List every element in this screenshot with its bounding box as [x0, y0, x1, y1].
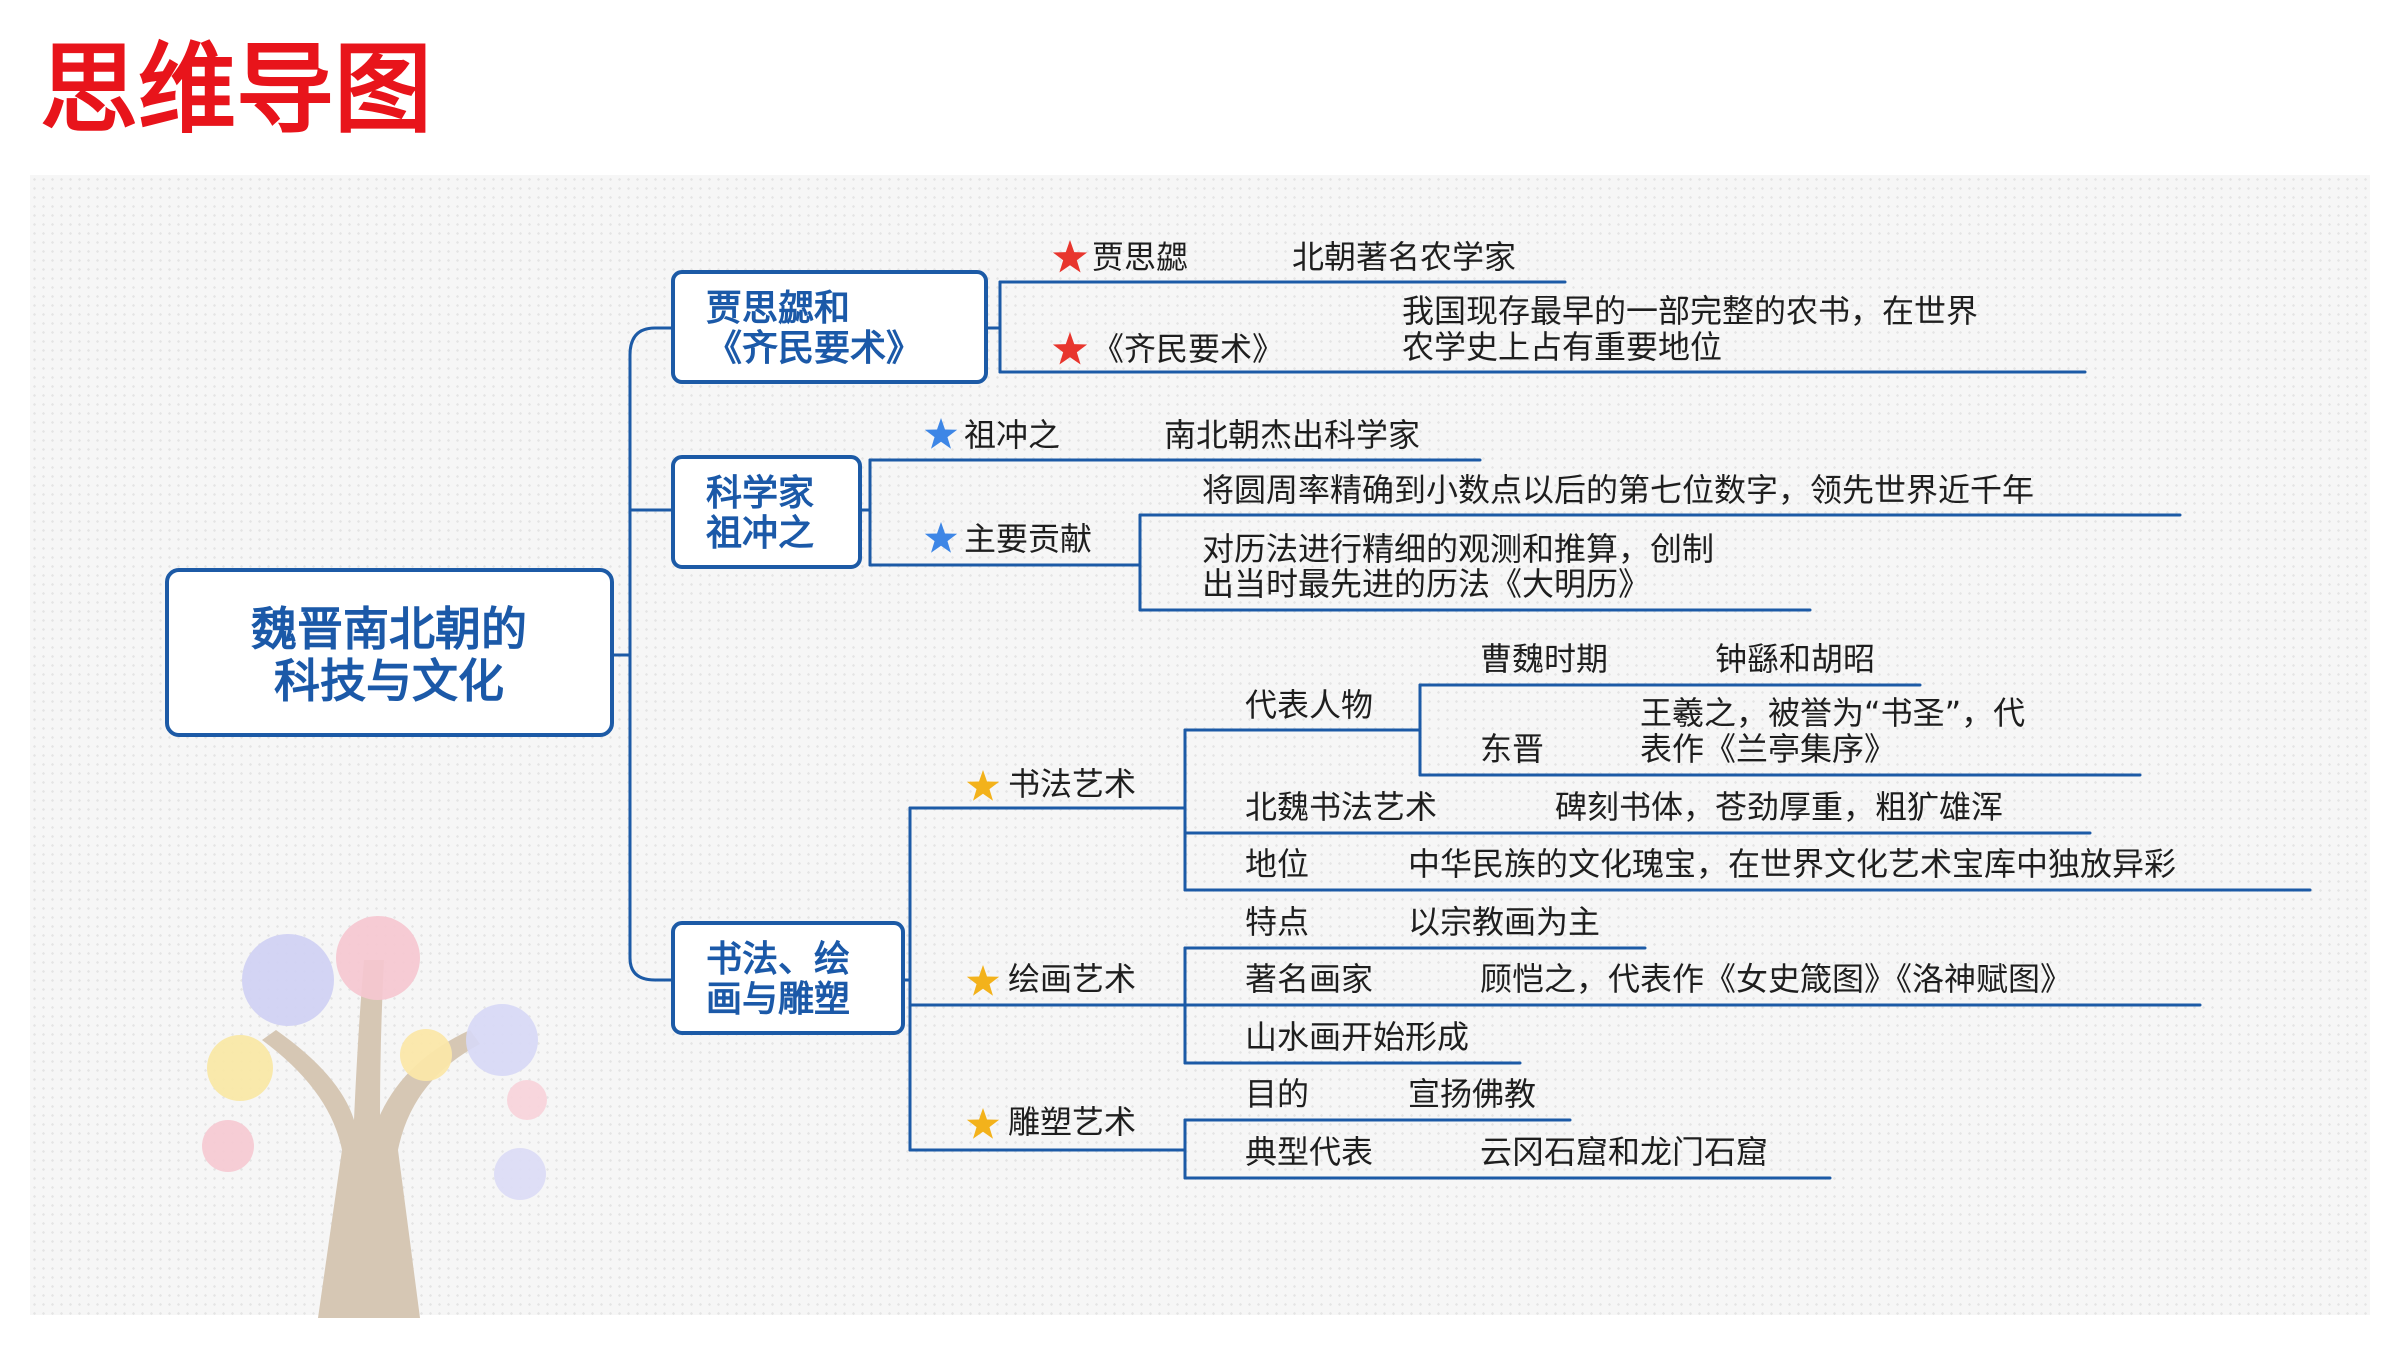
root-title-line2: 科技与文化 [274, 654, 504, 708]
leaf-value-bei-wei: 碑刻书体，苍劲厚重，粗犷雄浑 [1555, 788, 2003, 826]
leaf-value-qimin-yaoshu-line2: 农学史上占有重要地位 [1402, 328, 1722, 366]
tree-illustration [202, 916, 547, 1318]
leaf-value-status: 中华民族的文化瑰宝，在世界文化艺术宝库中独放异彩 [1408, 845, 2176, 883]
leaf-value-feature: 以宗教画为主 [1408, 903, 1600, 941]
leaf-label-dong-jin: 东晋 [1480, 730, 1544, 768]
leaf-value-purpose: 宣扬佛教 [1408, 1075, 1536, 1113]
branch1-title-line1: 贾思勰和 [706, 288, 850, 329]
tree-dot [242, 934, 334, 1026]
leaf-label-bei-wei: 北魏书法艺术 [1245, 788, 1437, 826]
tree-dot [336, 916, 420, 1000]
leaf-label-landscape: 山水画开始形成 [1245, 1018, 1469, 1056]
leaf-value-dong-jin-line2: 表作《兰亭集序》 [1640, 730, 1896, 768]
branch-node-zu-chongzhi[interactable]: 科学家 祖冲之 [671, 455, 862, 569]
branch2-title-line1: 科学家 [706, 472, 814, 514]
leaf-label-painting: 绘画艺术 [1008, 960, 1136, 998]
tree-dot [202, 1120, 254, 1172]
leaf-value-painter: 顾恺之，代表作《女史箴图》《洛神赋图》 [1480, 960, 2072, 998]
diagram-background [30, 175, 2370, 1315]
branch3-title-line1: 书法、绘 [706, 939, 850, 980]
star-icon [924, 522, 958, 553]
root-title-line1: 魏晋南北朝的 [251, 602, 527, 656]
tree-dot [207, 1035, 273, 1101]
tree-dot [494, 1148, 546, 1200]
star-icon [1052, 332, 1088, 365]
star-icon [966, 1108, 1000, 1139]
leaf-label-purpose: 目的 [1245, 1075, 1309, 1113]
branch2-title-line2: 祖冲之 [706, 513, 814, 554]
leaf-value-typical: 云冈石窟和龙门石窟 [1480, 1133, 1768, 1171]
leaf-value-calendar-line1: 对历法进行精细的观测和推算，创制 [1202, 530, 1714, 568]
connector-lines [610, 280, 2312, 1180]
leaf-label-calligraphy: 书法艺术 [1008, 765, 1136, 803]
star-icon [966, 770, 1000, 801]
leaf-label-qimin-yaoshu: 《齐民要术》 [1092, 330, 1284, 368]
leaf-label-cao-wei: 曹魏时期 [1480, 640, 1608, 678]
leaf-label-painter: 著名画家 [1245, 960, 1373, 998]
tree-dot [466, 1004, 538, 1076]
leaf-label-figures: 代表人物 [1245, 686, 1373, 724]
leaf-label-sculpture: 雕塑艺术 [1008, 1103, 1136, 1141]
star-icon [924, 418, 958, 449]
star-icon [966, 965, 1000, 996]
leaf-value-pi: 将圆周率精确到小数点以后的第七位数字，领先世界近千年 [1202, 471, 2034, 509]
leaf-value-calendar-line2: 出当时最先进的历法《大明历》 [1202, 565, 1650, 603]
leaf-label-typical: 典型代表 [1245, 1133, 1373, 1171]
leaf-label-status: 地位 [1245, 845, 1309, 883]
leaf-value-zu-chongzhi: 南北朝杰出科学家 [1164, 416, 1420, 454]
tree-dot [400, 1029, 452, 1081]
page-title: 思维导图 [40, 33, 433, 147]
branch1-title-line2: 《齐民要术》 [706, 328, 922, 369]
star-icon [1052, 240, 1088, 273]
leaf-label-jia-sixie: 贾思勰 [1092, 238, 1188, 276]
tree-dot [507, 1080, 547, 1120]
leaf-label-feature: 特点 [1245, 903, 1309, 941]
leaf-value-dong-jin-line1: 王羲之，被誉为“书圣”，代 [1640, 694, 2025, 732]
leaf-value-cao-wei: 钟繇和胡昭 [1715, 640, 1875, 678]
branch-node-art[interactable]: 书法、绘 画与雕塑 [671, 921, 905, 1035]
branch3-title-line2: 画与雕塑 [706, 979, 850, 1020]
leaf-value-jia-sixie: 北朝著名农学家 [1292, 238, 1516, 276]
leaf-value-qimin-yaoshu-line1: 我国现存最早的一部完整的农书，在世界 [1402, 292, 1978, 330]
leaf-label-zu-chongzhi: 祖冲之 [964, 416, 1060, 454]
leaf-label-contribution: 主要贡献 [964, 520, 1092, 558]
branch-node-jia-sixie[interactable]: 贾思勰和 《齐民要术》 [671, 270, 988, 384]
root-node[interactable]: 魏晋南北朝的 科技与文化 [165, 568, 614, 737]
